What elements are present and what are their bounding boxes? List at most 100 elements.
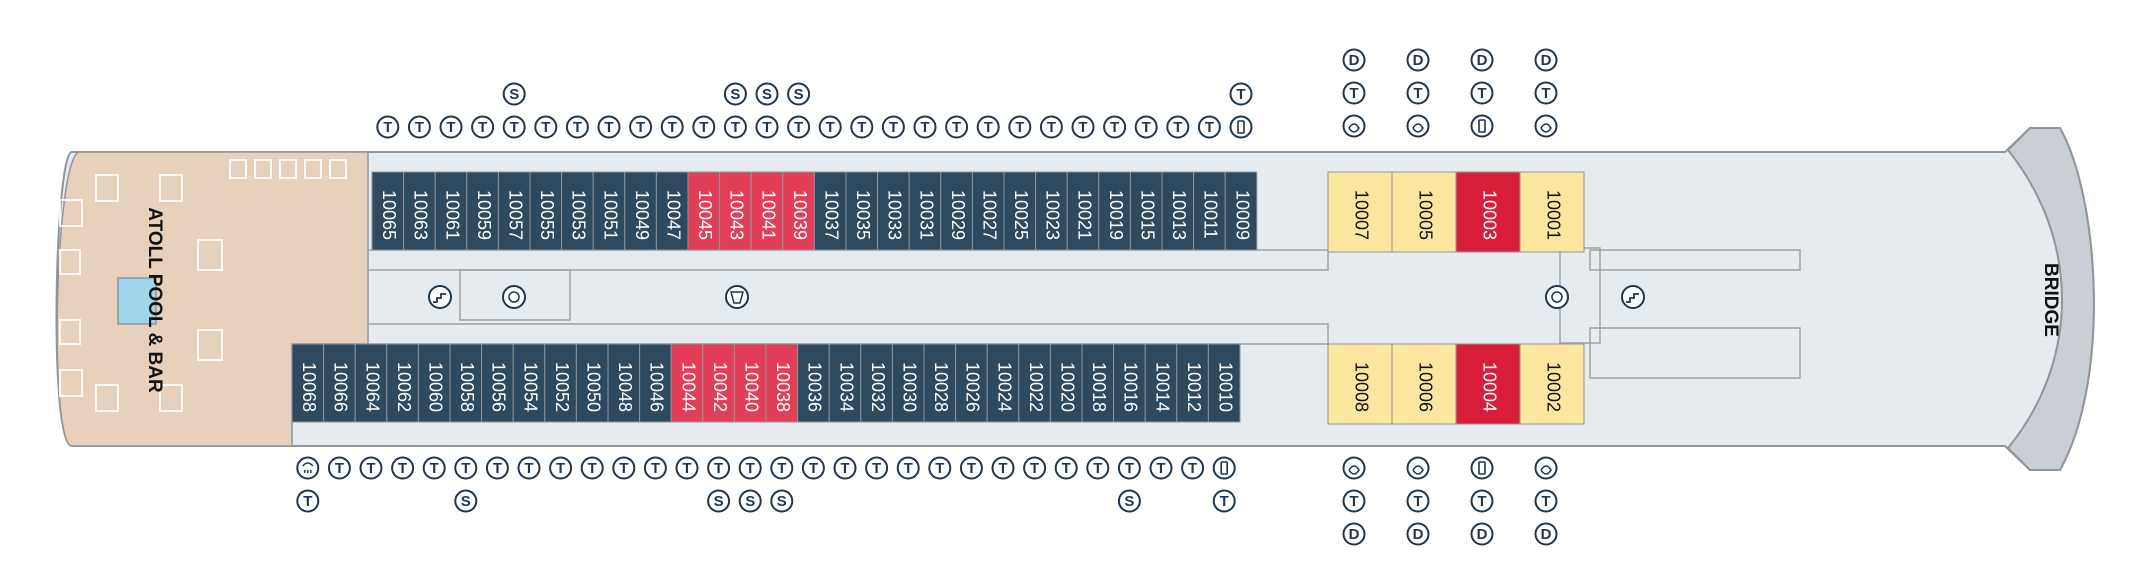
symbol-t: T — [439, 115, 463, 139]
cabin-10009[interactable]: 10009 — [1224, 171, 1258, 251]
cabin-number: 10051 — [600, 190, 620, 240]
cabin-10035[interactable]: 10035 — [845, 171, 879, 251]
cabin-fill — [845, 171, 879, 251]
cabin-10040[interactable]: 10040 — [733, 343, 767, 423]
cabin-10048[interactable]: 10048 — [607, 343, 641, 423]
pool-label: ATOLL POOL & BAR — [144, 207, 165, 393]
cabin-10065[interactable]: 10065 — [371, 171, 405, 251]
cabin-10019[interactable]: 10019 — [1098, 171, 1131, 251]
accessible-icon — [1229, 115, 1253, 139]
svg-text:T: T — [889, 119, 898, 136]
symbol-t: T — [422, 456, 446, 480]
cabin-10039[interactable]: 10039 — [782, 171, 815, 251]
cabin-10022[interactable]: 10022 — [1018, 343, 1051, 423]
cabin-10034[interactable]: 10034 — [828, 343, 862, 423]
cabin-10055[interactable]: 10055 — [529, 171, 563, 251]
cabin-10064[interactable]: 10064 — [354, 343, 388, 423]
cabin-10028[interactable]: 10028 — [923, 343, 957, 423]
cabin-10068[interactable]: 10068 — [291, 343, 325, 423]
suite-10006[interactable]: 10006 — [1391, 343, 1457, 425]
suite-10004[interactable]: 10004 — [1455, 343, 1521, 425]
cabin-number: 10068 — [299, 362, 319, 412]
cabin-10023[interactable]: 10023 — [1035, 171, 1068, 251]
cabin-number: 10044 — [678, 362, 698, 412]
whirlpool-icon — [1342, 114, 1366, 138]
cabin-10050[interactable]: 10050 — [575, 343, 609, 423]
cabin-10060[interactable]: 10060 — [417, 343, 451, 423]
cabin-10054[interactable]: 10054 — [512, 343, 546, 423]
symbol-d: D — [1534, 48, 1558, 72]
symbol-t: T — [1534, 489, 1558, 513]
svg-text:D: D — [1413, 526, 1424, 543]
cabin-10012[interactable]: 10012 — [1176, 343, 1209, 423]
cabin-10062[interactable]: 10062 — [386, 343, 419, 423]
symbol-d: D — [1342, 48, 1366, 72]
cabin-10066[interactable]: 10066 — [323, 343, 356, 423]
suite-10001[interactable]: 10001 — [1519, 171, 1585, 253]
cabin-10042[interactable]: 10042 — [702, 343, 735, 423]
svg-text:T: T — [1015, 119, 1024, 136]
symbol-t: T — [643, 456, 667, 480]
suite-10007[interactable]: 10007 — [1327, 171, 1393, 253]
cabin-number: 10034 — [836, 362, 856, 412]
suite-10002[interactable]: 10002 — [1519, 343, 1585, 425]
cabin-10044[interactable]: 10044 — [670, 343, 704, 423]
cabin-10047[interactable]: 10047 — [655, 171, 689, 251]
cabin-10058[interactable]: 10058 — [449, 343, 483, 423]
svg-text:T: T — [430, 460, 439, 477]
cabin-fill — [1327, 171, 1393, 253]
cabin-fill — [1176, 343, 1209, 423]
cabin-10027[interactable]: 10027 — [971, 171, 1005, 251]
symbol-t: T — [660, 115, 684, 139]
cabin-10026[interactable]: 10026 — [955, 343, 988, 423]
cabin-10029[interactable]: 10029 — [940, 171, 973, 251]
cabin-10031[interactable]: 10031 — [908, 171, 942, 251]
cabin-10021[interactable]: 10021 — [1066, 171, 1100, 251]
cabin-10015[interactable]: 10015 — [1129, 171, 1163, 251]
symbol-t: T — [1342, 489, 1366, 513]
cabin-10033[interactable]: 10033 — [877, 171, 910, 251]
cabin-10061[interactable]: 10061 — [434, 171, 468, 251]
cabin-10010[interactable]: 10010 — [1207, 343, 1241, 423]
cabin-10016[interactable]: 10016 — [1113, 343, 1146, 423]
cabin-10011[interactable]: 10011 — [1193, 171, 1226, 251]
cabin-number: 10023 — [1043, 190, 1063, 240]
cabin-10041[interactable]: 10041 — [750, 171, 784, 251]
cabin-10049[interactable]: 10049 — [624, 171, 657, 251]
cabin-10063[interactable]: 10063 — [403, 171, 436, 251]
cabin-10052[interactable]: 10052 — [544, 343, 577, 423]
cabin-10037[interactable]: 10037 — [813, 171, 847, 251]
suite-10008[interactable]: 10008 — [1327, 343, 1393, 425]
cabin-10051[interactable]: 10051 — [592, 171, 626, 251]
symbol-t: T — [707, 456, 731, 480]
cabin-10038[interactable]: 10038 — [765, 343, 799, 423]
cabin-10025[interactable]: 10025 — [1003, 171, 1037, 251]
cabin-fill — [403, 171, 436, 251]
symbol-t: T — [1229, 82, 1253, 106]
cabin-10018[interactable]: 10018 — [1081, 343, 1115, 423]
cabin-10056[interactable]: 10056 — [481, 343, 514, 423]
cabin-10030[interactable]: 10030 — [891, 343, 925, 423]
cabin-10046[interactable]: 10046 — [639, 343, 672, 423]
cabin-10059[interactable]: 10059 — [466, 171, 499, 251]
cabin-10020[interactable]: 10020 — [1049, 343, 1083, 423]
cabin-fill — [323, 343, 356, 423]
cabin-10045[interactable]: 10045 — [687, 171, 721, 251]
cabin-10032[interactable]: 10032 — [860, 343, 893, 423]
svg-text:S: S — [762, 86, 772, 103]
cabin-10014[interactable]: 10014 — [1144, 343, 1178, 423]
cabin-10057[interactable]: 10057 — [497, 171, 531, 251]
cabin-10043[interactable]: 10043 — [719, 171, 752, 251]
cabin-fill — [607, 343, 641, 423]
symbol-t: T — [1117, 456, 1141, 480]
suite-10003[interactable]: 10003 — [1455, 171, 1521, 253]
cabin-10036[interactable]: 10036 — [797, 343, 830, 423]
cabin-10013[interactable]: 10013 — [1161, 171, 1195, 251]
cabin-10024[interactable]: 10024 — [986, 343, 1020, 423]
cabin-10053[interactable]: 10053 — [561, 171, 594, 251]
cabin-number: 10024 — [994, 362, 1014, 412]
svg-text:T: T — [510, 119, 519, 136]
suite-10005[interactable]: 10005 — [1391, 171, 1457, 253]
symbol-t: T — [928, 456, 952, 480]
